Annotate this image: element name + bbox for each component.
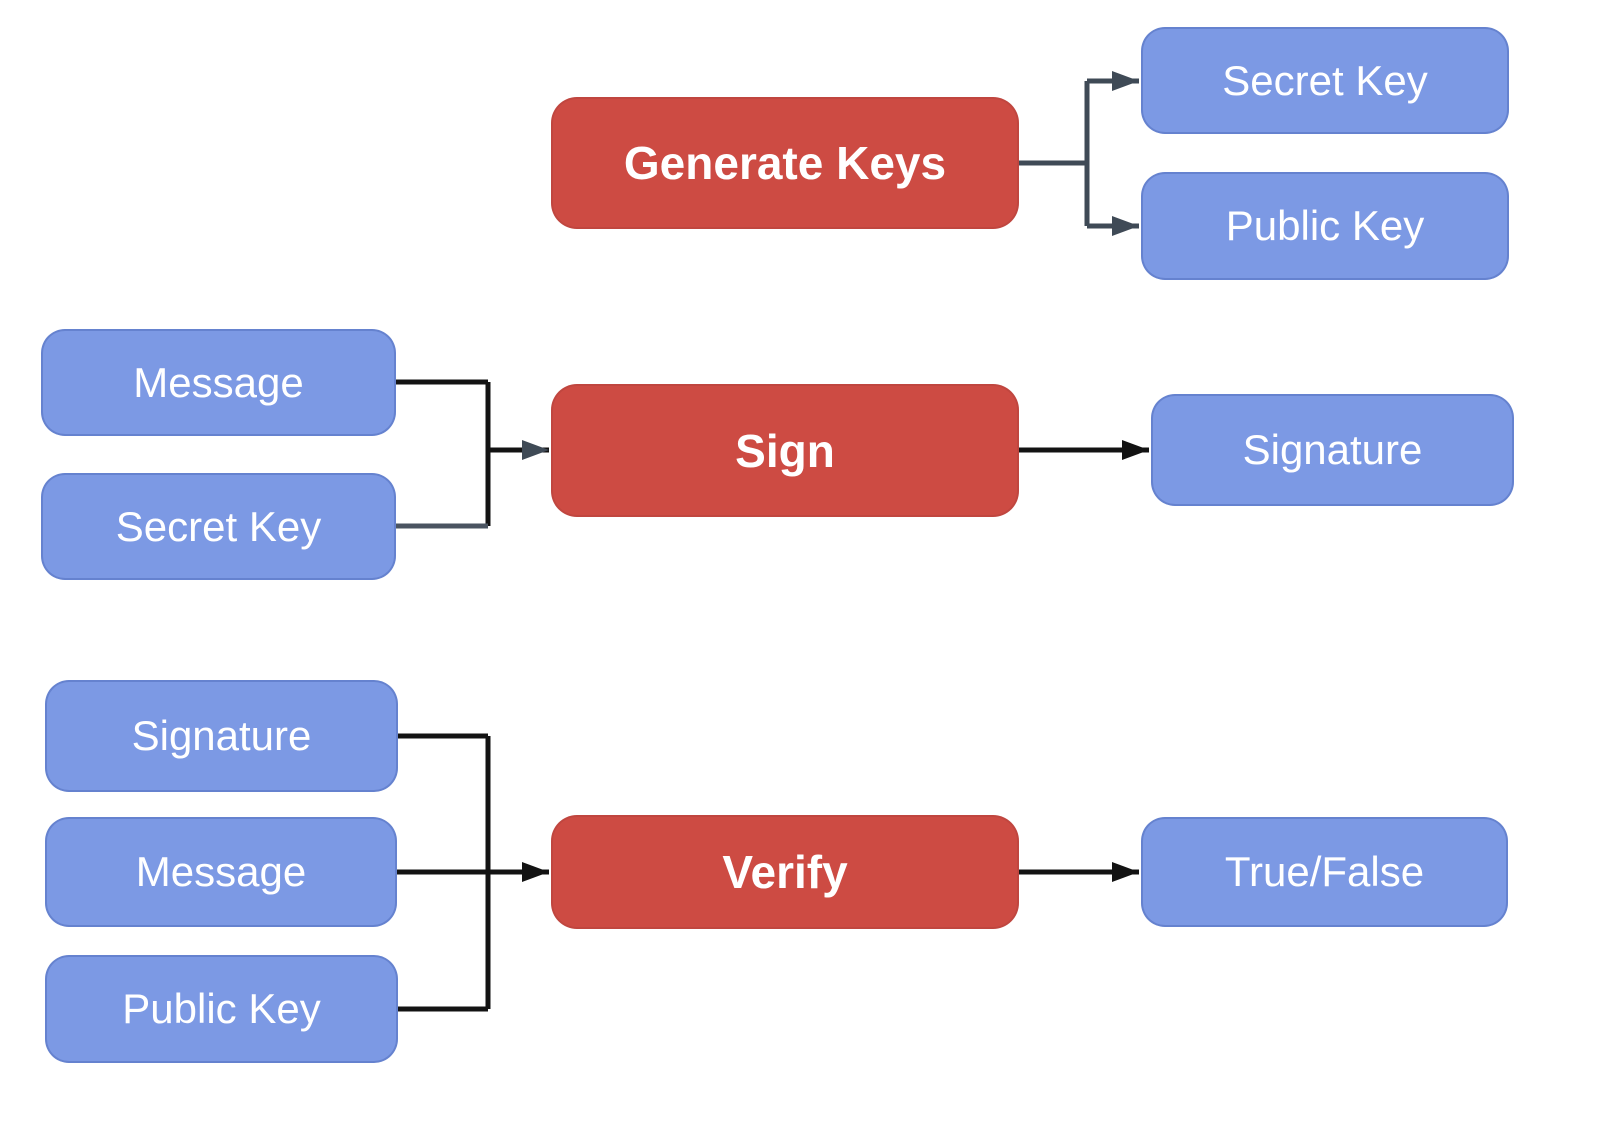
node-label: Message [135,848,307,895]
node-label: Verify [722,846,848,898]
node-public-key-verify-input: Public Key [45,955,398,1063]
node-verify: Verify [551,815,1019,929]
node-label: Sign [735,424,835,477]
node-secret-key-sign-input: Secret Key [41,473,396,580]
node-label: Secret Key [115,502,322,550]
node-label: Public Key [122,985,321,1032]
node-label: Public Key [1225,202,1425,249]
node-sign: Sign [551,384,1019,517]
node-generate-keys: Generate Keys [551,97,1019,229]
node-label: Signature [1242,426,1423,473]
node-label: Generate Keys [623,137,947,189]
node-message-sign-input: Message [41,329,396,436]
node-secret-key-output: Secret Key [1141,27,1509,134]
node-signature-output: Signature [1151,394,1514,506]
node-label: Message [133,358,304,406]
node-public-key-output: Public Key [1141,172,1509,280]
node-label: Secret Key [1222,56,1428,104]
node-label: Signature [131,712,312,759]
node-message-verify-input: Message [45,817,397,927]
node-true-false-output: True/False [1141,817,1508,927]
node-signature-verify-input: Signature [45,680,398,792]
node-label: True/False [1224,848,1425,895]
